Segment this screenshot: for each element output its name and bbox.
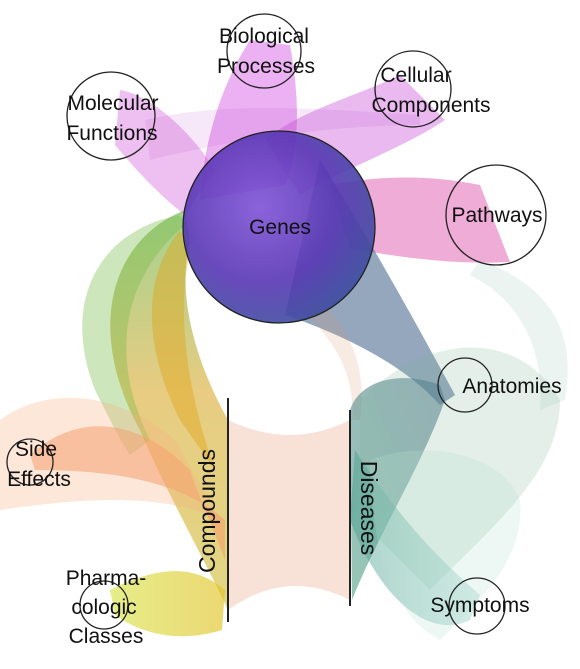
edge-compounds-diseases — [228, 420, 350, 610]
cellular-components-label-line1: Cellular — [380, 64, 451, 87]
side-effects-label-line1: Side — [15, 438, 57, 461]
edge-side-effects-compounds — [30, 426, 225, 560]
molecular-functions-label-line1: Molecular — [67, 92, 158, 115]
edge-genes-compounds — [110, 210, 228, 610]
pharmacologic-classes-node — [79, 580, 129, 630]
cellular-components-node — [374, 50, 452, 128]
biological-processes-label-line1: Biological — [219, 25, 309, 48]
genes-label: Genes — [249, 216, 311, 239]
edge-genes-pathways — [330, 177, 510, 263]
edge-bundles — [0, 40, 568, 640]
genes-node — [182, 130, 376, 324]
diseases-label: Diseases — [356, 461, 382, 556]
edge-genes-diseases — [290, 300, 362, 420]
side-effects-node — [6, 438, 54, 486]
molecular-functions-label-line2: Functions — [66, 122, 157, 145]
pharmacologic-classes-label-line2: cologic — [71, 596, 136, 619]
anatomies-node — [437, 357, 493, 413]
biological-processes-label-line2: Processes — [217, 55, 315, 78]
node-labels: Biological Processes Cellular Components… — [7, 25, 562, 648]
edge-disease-cloud — [370, 450, 521, 640]
edge-diseases-symptoms — [350, 450, 480, 626]
biological-processes-node — [226, 13, 302, 89]
symptoms-label: Symptoms — [430, 594, 529, 617]
pathways-label: Pathways — [451, 204, 542, 227]
edge-genes-compounds-inner — [151, 230, 215, 470]
node-circles — [6, 13, 547, 635]
pharmacologic-classes-label-line1: Pharma- — [66, 567, 147, 590]
molecular-functions-node — [66, 71, 156, 161]
anatomies-label: Anatomies — [462, 375, 561, 398]
pathways-node — [445, 164, 547, 266]
edge-genes-regulation — [470, 260, 568, 410]
cellular-components-label-line2: Components — [371, 94, 490, 117]
compounds-label: Compounds — [194, 449, 220, 573]
pharmacologic-classes-label-line3: Classes — [69, 625, 144, 648]
side-effects-label-line2: Effects — [7, 468, 71, 491]
edge-pharmacologic-compounds — [110, 571, 225, 637]
edge-genes-compounds-outer — [82, 215, 185, 455]
edge-side-effects-spread — [0, 397, 220, 520]
symptoms-node — [448, 577, 506, 635]
edge-genes-molecular-functions — [115, 90, 215, 215]
